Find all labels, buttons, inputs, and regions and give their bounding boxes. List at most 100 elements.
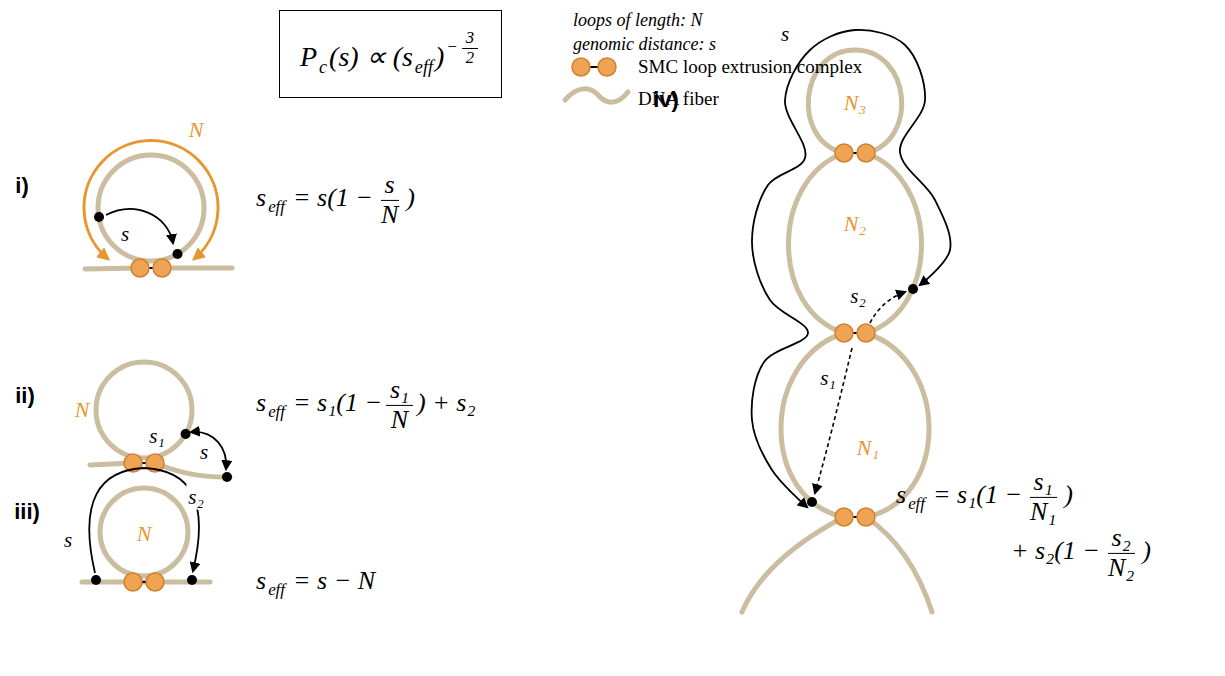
- formula-term: 2: [465, 48, 475, 67]
- formula-term: N: [390, 405, 409, 434]
- formula-term: + s₂(1 −: [1010, 536, 1101, 565]
- smc-bead: [857, 508, 875, 526]
- formula-term: eff: [414, 57, 434, 77]
- numerator: s₁: [1030, 468, 1057, 498]
- loop-length-arc: [84, 141, 218, 259]
- smc-bead: [146, 573, 164, 591]
- dna-fiber: [162, 266, 232, 271]
- distance-label: s₁: [147, 424, 166, 449]
- denominator: N: [387, 406, 412, 435]
- formula-term: s: [895, 480, 907, 509]
- numerator: s₂: [1108, 524, 1135, 554]
- legend-text: loops of length: N: [573, 10, 703, 31]
- formula-term: s: [255, 566, 267, 595]
- dna-fiber: [155, 463, 230, 477]
- formula-term: s₂: [1111, 523, 1132, 552]
- formula-term: ): [405, 183, 416, 212]
- loop-length-label: N: [135, 521, 154, 547]
- locus-dot: [908, 284, 918, 294]
- legend-icons: [565, 58, 628, 102]
- distance-label: s: [198, 440, 210, 465]
- dna-loop: [100, 488, 188, 576]
- subscript: eff: [267, 197, 286, 217]
- formula-term: N₁: [1029, 497, 1057, 526]
- legend-text: genomic distance: s: [573, 34, 716, 55]
- distance-label: s: [119, 222, 131, 247]
- formula-term: 3: [465, 28, 475, 47]
- smc-bead: [835, 324, 853, 342]
- formula-term: = s − N: [292, 566, 376, 595]
- formula-term: N: [380, 200, 399, 229]
- loop-length-label: N₂: [842, 211, 868, 237]
- locus-dot: [91, 575, 101, 585]
- panel-i-figure: [84, 141, 232, 277]
- fraction: s₁N₁: [1026, 468, 1060, 526]
- dashed-distance-arrow: [815, 348, 852, 493]
- dna-fiber: [742, 517, 844, 612]
- panel-number: iii): [12, 499, 42, 525]
- panel-iv-figure: [742, 30, 951, 612]
- dna-loop: [789, 153, 845, 333]
- smc-bead: [598, 58, 616, 76]
- subscript: eff: [907, 494, 926, 514]
- formula-term: P: [299, 41, 318, 72]
- formula-term: ): [434, 41, 445, 72]
- smc-bead: [124, 573, 142, 591]
- formula-term: ) + s₂: [416, 388, 476, 417]
- locus-dot: [807, 497, 817, 507]
- dna-loop: [781, 333, 844, 517]
- formula-term: eff: [907, 494, 926, 513]
- formula-term: c: [318, 57, 328, 77]
- legend-text: DNA fiber: [638, 88, 719, 110]
- formula: Pc(s) ∝ (seff)−32: [299, 29, 481, 78]
- smc-bead: [835, 508, 853, 526]
- locus-dot: [173, 249, 183, 259]
- numerator: 3: [462, 29, 478, 48]
- fraction: s₁N: [386, 376, 413, 434]
- panel-ii-figure: [90, 362, 232, 482]
- locus-dot: [94, 212, 104, 222]
- distance-label: s: [779, 22, 791, 47]
- legend-text: SMC loop extrusion complex: [638, 56, 862, 78]
- smc-bead: [153, 259, 171, 277]
- panel-iii-figure: [82, 468, 210, 591]
- subscript: eff: [267, 402, 286, 422]
- subscript: eff: [267, 580, 286, 600]
- formula-term: ): [1063, 480, 1074, 509]
- fraction: sN: [377, 171, 402, 229]
- smc-bead: [857, 324, 875, 342]
- numerator: s₁: [386, 376, 413, 406]
- fraction: s₂N₂: [1104, 524, 1138, 582]
- smc-bead: [835, 144, 853, 162]
- formula-term: = s₁(1 −: [292, 388, 383, 417]
- smc-bead: [572, 58, 590, 76]
- loop-length-label: N: [187, 117, 206, 143]
- formula-term: s₁: [389, 375, 410, 404]
- denominator: N₂: [1104, 554, 1138, 583]
- formula-term: −: [445, 37, 458, 56]
- smc-bead: [131, 259, 149, 277]
- formula-term: eff: [267, 402, 286, 421]
- formula-term: = s(1 −: [292, 183, 374, 212]
- loop-length-label: N: [73, 397, 92, 423]
- formula-term: (s) ∝ (s: [328, 41, 414, 72]
- panel-number: ii): [13, 383, 37, 409]
- dna-loop: [866, 333, 929, 517]
- smc-bead: [857, 144, 875, 162]
- distance-label: s: [62, 528, 74, 553]
- formula-box: Pc(s) ∝ (seff)−32: [279, 10, 502, 98]
- denominator: N: [377, 201, 402, 230]
- loop-length-label: N₃: [842, 90, 868, 116]
- subscript: eff: [414, 57, 434, 79]
- formula-term: = s₁(1 −: [932, 480, 1023, 509]
- formula-term: eff: [267, 197, 286, 216]
- distance-arrow: [106, 209, 173, 243]
- formula-term: s: [255, 183, 267, 212]
- formula-term: ): [1141, 536, 1152, 565]
- denominator: 2: [462, 49, 478, 67]
- distance-label: s₂: [186, 485, 205, 510]
- dna-fiber-icon: [565, 89, 628, 102]
